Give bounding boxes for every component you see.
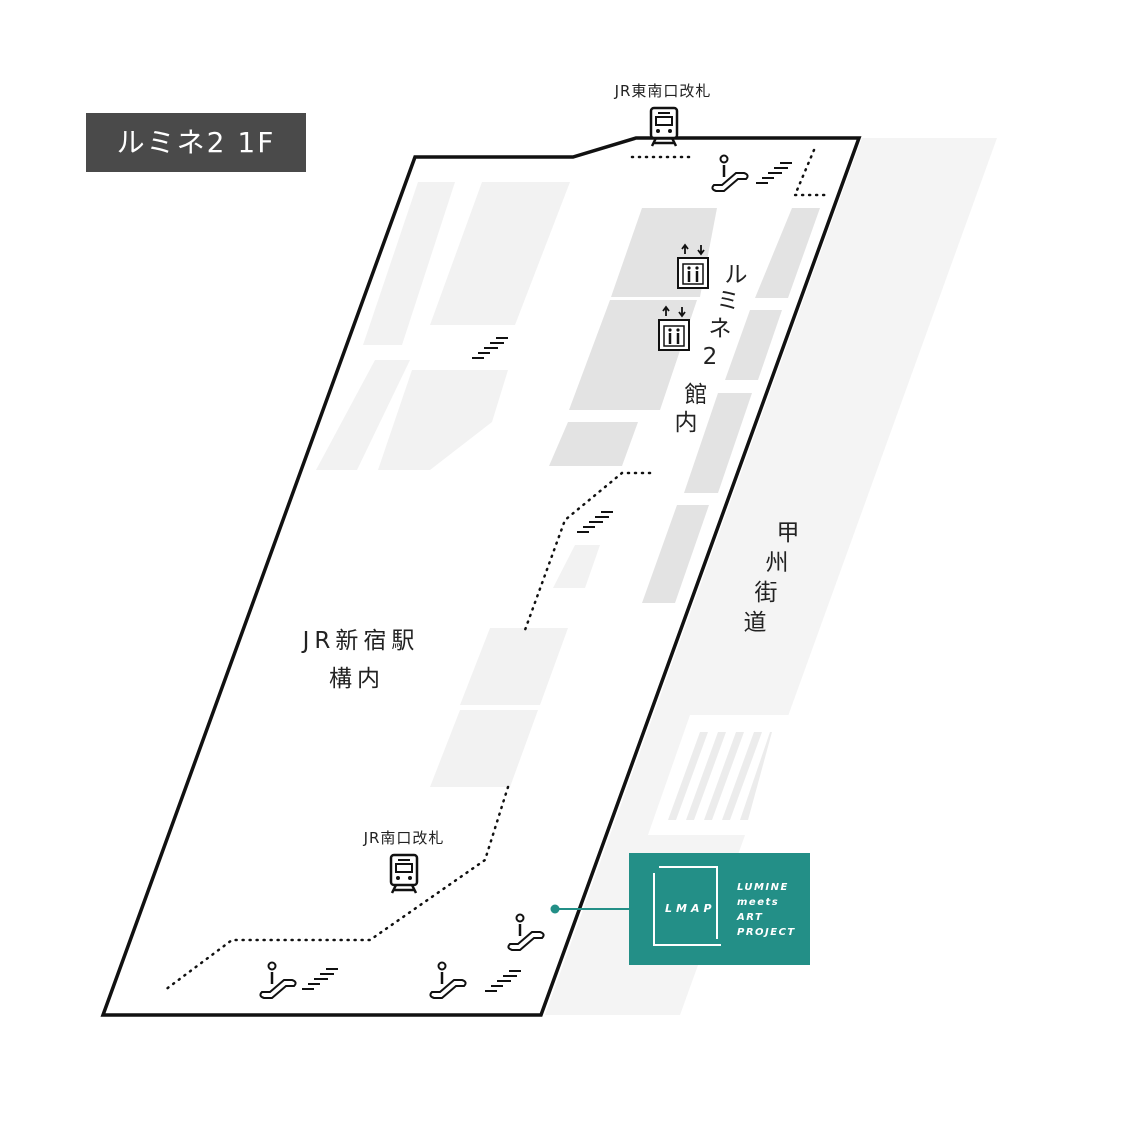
svg-text:ネ: ネ: [709, 316, 732, 342]
label-south-gate: JR南口改札: [363, 829, 445, 847]
label-lumine2-inside: ル ミ ネ 2 館 内: [675, 262, 748, 436]
label-koshu-kaido: 甲 州 街 道: [744, 520, 800, 636]
lmap-logo: LMAP: [665, 902, 716, 915]
svg-text:内: 内: [675, 410, 698, 436]
road-koshu-kaido: [545, 138, 997, 1015]
walking-routes: [163, 148, 827, 992]
shop-blocks: [316, 182, 820, 787]
svg-text:街: 街: [755, 580, 778, 606]
label-east-south-gate: JR東南口改札: [614, 82, 712, 100]
svg-text:ル: ル: [725, 262, 748, 288]
floor-label-badge: ルミネ2 1F: [86, 113, 306, 172]
svg-text:道: 道: [744, 610, 767, 636]
label-station-inside: 構内: [329, 666, 385, 692]
lmap-subtitle: LUMINE meets ART PROJECT: [737, 882, 796, 938]
label-station: JR新宿駅: [301, 628, 420, 654]
svg-text:甲: 甲: [777, 520, 800, 546]
lmap-logo-frame: [659, 866, 718, 939]
svg-text:2: 2: [703, 344, 718, 370]
svg-text:ミ: ミ: [717, 288, 740, 314]
svg-text:館: 館: [685, 382, 708, 408]
svg-text:州: 州: [766, 550, 789, 576]
crosswalk: [648, 715, 790, 835]
lmap-logo-frame: [653, 873, 721, 946]
lmap-info-box[interactable]: LMAP LUMINE meets ART PROJECT: [629, 853, 810, 965]
